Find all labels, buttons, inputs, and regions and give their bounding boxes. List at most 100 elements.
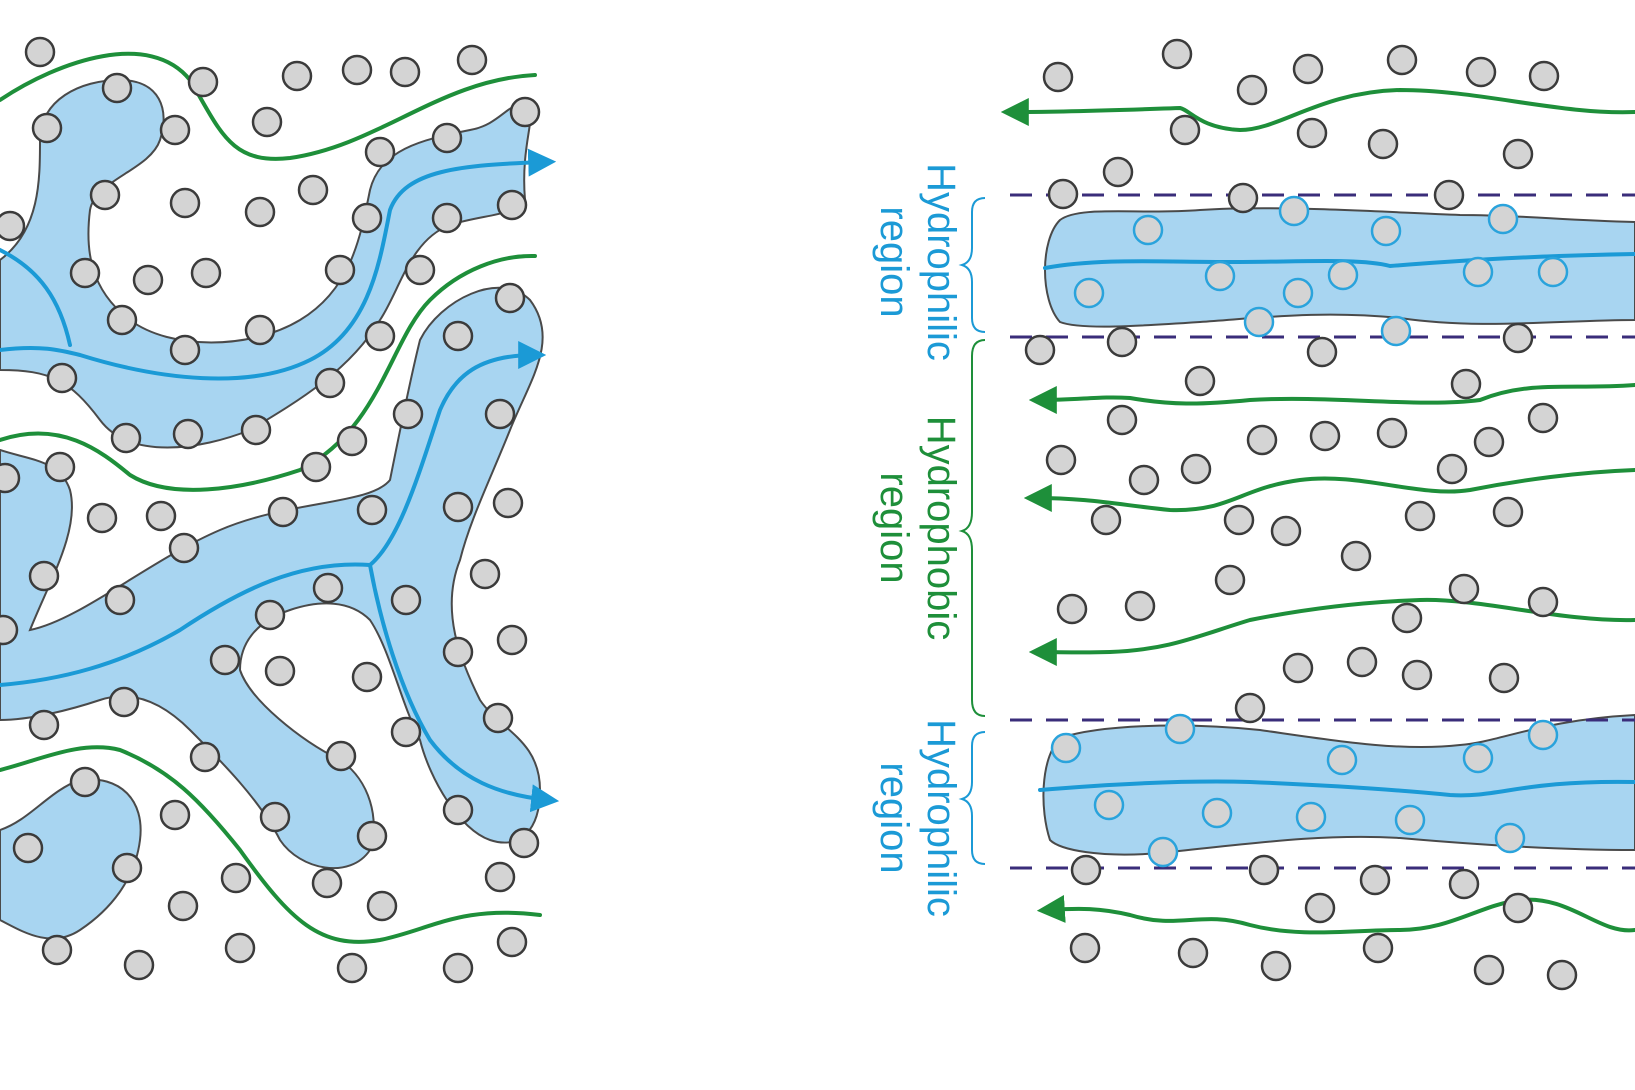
oil-flow-right-4 — [1028, 597, 1635, 667]
particle-right-52 — [1304, 892, 1336, 924]
water-channel-upper — [0, 78, 532, 449]
particle-right-3 — [1292, 53, 1324, 85]
particle-left-65 — [482, 702, 514, 734]
particle-right-14 — [1433, 179, 1465, 211]
particle-left-27 — [169, 334, 201, 366]
particle-right-1 — [1161, 38, 1193, 70]
particle-right-9 — [1367, 128, 1399, 160]
oil-flow-1 — [0, 51, 537, 161]
particle-left-79 — [167, 890, 199, 922]
particle-right-36 — [1340, 540, 1372, 572]
particle-left-18 — [351, 202, 383, 234]
particle-left-7 — [31, 112, 63, 144]
particle-left-37 — [336, 425, 368, 457]
particle-hydrophilic-11 — [1380, 315, 1412, 347]
particle-left-38 — [392, 398, 424, 430]
water-flow-middle — [0, 341, 547, 687]
particle-left-45 — [267, 496, 299, 528]
label-hydrophilic-bottom-line1: Hydrophilic — [919, 719, 963, 917]
particle-right-50 — [1359, 864, 1391, 896]
particle-left-2 — [187, 66, 219, 98]
particles-left — [0, 36, 541, 984]
particle-right-16 — [1106, 326, 1138, 358]
particle-left-26 — [106, 304, 138, 336]
particle-left-25 — [404, 254, 436, 286]
particle-left-44 — [145, 500, 177, 532]
particle-left-77 — [311, 867, 343, 899]
particle-hydrophilic-17 — [1093, 789, 1125, 821]
particle-right-57 — [1362, 932, 1394, 964]
particle-right-15 — [1024, 334, 1056, 366]
particle-left-60 — [442, 636, 474, 668]
label-hydrophilic-top: Hydrophilic region — [872, 163, 963, 361]
particle-right-51 — [1448, 868, 1480, 900]
particle-right-33 — [1270, 515, 1302, 547]
particle-left-19 — [431, 202, 463, 234]
particle-hydrophilic-7 — [1327, 259, 1359, 291]
particle-left-31 — [494, 282, 526, 314]
particle-left-75 — [111, 852, 143, 884]
particle-left-0 — [24, 36, 56, 68]
particle-left-36 — [240, 414, 272, 446]
particle-right-34 — [1404, 500, 1436, 532]
particle-hydrophilic-21 — [1494, 822, 1526, 854]
particle-left-73 — [356, 820, 388, 852]
particle-right-21 — [1106, 404, 1138, 436]
particle-right-53 — [1502, 892, 1534, 924]
particle-right-25 — [1376, 417, 1408, 449]
water-flow-upper-branch — [0, 248, 72, 347]
particle-right-58 — [1473, 954, 1505, 986]
label-hydrophobic-line2: region — [872, 472, 916, 583]
particle-right-47 — [1234, 692, 1266, 724]
particle-hydrophilic-8 — [1462, 256, 1494, 288]
particle-right-56 — [1260, 950, 1292, 982]
particle-hydrophilic-1 — [1278, 195, 1310, 227]
particle-left-74 — [508, 827, 540, 859]
particle-left-39 — [484, 398, 516, 430]
particle-left-80 — [366, 890, 398, 922]
particle-left-29 — [364, 320, 396, 352]
particle-left-86 — [496, 926, 528, 958]
particle-right-42 — [1527, 586, 1559, 618]
particle-left-57 — [209, 644, 241, 676]
particle-hydrophilic-4 — [1073, 277, 1105, 309]
label-hydrophilic-top-line1: Hydrophilic — [919, 163, 963, 361]
particle-left-71 — [442, 794, 474, 826]
particle-left-32 — [46, 362, 78, 394]
label-hydrophobic-line1: Hydrophobic — [919, 416, 963, 641]
brace-hydrophobic — [958, 339, 986, 717]
particle-left-8 — [159, 114, 191, 146]
particle-right-29 — [1180, 453, 1212, 485]
particle-left-54 — [312, 572, 344, 604]
particle-hydrophilic-0 — [1132, 214, 1164, 246]
particle-left-22 — [132, 264, 164, 296]
particle-left-72 — [12, 832, 44, 864]
particle-hydrophilic-3 — [1487, 203, 1519, 235]
particle-right-54 — [1069, 932, 1101, 964]
particle-left-48 — [492, 487, 524, 519]
oil-flow-3 — [0, 745, 542, 944]
particle-left-12 — [509, 96, 541, 128]
particle-left-17 — [297, 174, 329, 206]
particle-right-24 — [1309, 420, 1341, 452]
particle-hydrophilic-9 — [1537, 256, 1569, 288]
particle-right-48 — [1070, 854, 1102, 886]
particle-right-20 — [1450, 368, 1482, 400]
particle-right-10 — [1502, 138, 1534, 170]
left-panel-random-medium — [0, 51, 560, 944]
particle-left-33 — [314, 367, 346, 399]
particle-hydrophilic-18 — [1201, 797, 1233, 829]
particle-left-69 — [159, 799, 191, 831]
particle-right-44 — [1346, 646, 1378, 678]
particle-hydrophilic-5 — [1204, 260, 1236, 292]
oil-flow-2 — [0, 253, 537, 492]
particle-left-66 — [189, 741, 221, 773]
particle-left-82 — [123, 949, 155, 981]
particle-right-8 — [1296, 117, 1328, 149]
particle-right-18 — [1502, 322, 1534, 354]
brace-hydrophilic-top — [958, 197, 986, 333]
particle-left-16 — [244, 196, 276, 228]
particle-left-15 — [169, 187, 201, 219]
label-hydrophilic-top-line2: region — [872, 206, 916, 317]
label-hydrophilic-bottom: Hydrophilic region — [872, 719, 963, 917]
